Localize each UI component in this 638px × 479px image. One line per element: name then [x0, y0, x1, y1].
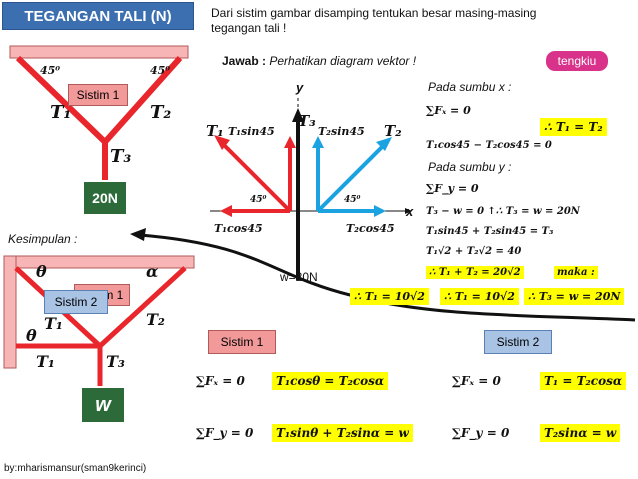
t1-top-label: T₁: [44, 314, 63, 333]
page-title: TEGANGAN TALI (N): [2, 2, 194, 30]
weight-20n: 20N: [84, 182, 126, 214]
wall-bar: [3, 255, 17, 369]
t1-label: T₁: [50, 102, 72, 123]
maka-label: maka :: [554, 266, 598, 279]
s1-fy: ∑F_y = 0: [196, 426, 254, 440]
ceiling-bar-2: [3, 255, 195, 269]
intro-line1: Dari sistim gambar disamping tentukan be…: [211, 6, 537, 20]
final-t1-b: ∴ T₁ = 10√2: [440, 288, 519, 305]
intro-line2: tegangan tali !: [211, 21, 287, 35]
weight-vector-label: w=20N: [280, 270, 318, 284]
s1-fy-result: T₁sinθ + T₂sinα = w: [272, 424, 413, 442]
vector-diagram: [210, 98, 412, 280]
final-t1-a: ∴ T₁ = 10√2: [350, 288, 429, 305]
arrow-head: [130, 228, 146, 241]
final-t3: ∴ T₃ = w = 20N: [524, 288, 625, 305]
bottom-sistim1-label: Sistim 1: [208, 330, 276, 354]
vector-t1: [218, 139, 292, 213]
angle-left: 45⁰: [40, 64, 61, 77]
s2-fx: ∑Fₓ = 0: [452, 374, 501, 388]
t1-vector-label: T₁: [206, 122, 224, 140]
alpha-angle: α: [146, 262, 159, 281]
tengkiu-badge[interactable]: tengkiu: [546, 51, 608, 71]
sumbu-y-heading: Pada sumbu y :: [428, 160, 512, 174]
vector-t2-head: [376, 137, 392, 151]
kesimpulan-label: Kesimpulan :: [8, 232, 78, 246]
t2-vector-label: T₂: [384, 122, 402, 140]
author-credit: by:mharismansur(sman9kerinci): [4, 463, 147, 474]
system2-diagram: [3, 255, 195, 386]
s1-fx: ∑Fₓ = 0: [196, 374, 245, 388]
system1-diagram: [9, 45, 189, 180]
theta-top: θ: [36, 262, 47, 281]
vector-t2: [316, 142, 387, 213]
sumbu-x-heading: Pada sumbu x :: [428, 80, 512, 94]
jawab-label: Jawab :: [222, 54, 267, 68]
weight-w: w: [82, 388, 124, 422]
s1-fx-result: T₁cosθ = T₂cosα: [272, 372, 389, 390]
rope-t2: [102, 56, 183, 144]
vector-t1-cos-head: [220, 205, 232, 217]
angle-right: 45⁰: [150, 64, 171, 77]
fy-line3: T₁√2 + T₂√2 = 40: [426, 246, 522, 257]
jawab-line: Jawab : Perhatikan diagram vektor !: [222, 54, 416, 68]
problem-statement: Dari sistim gambar disamping tentukan be…: [211, 6, 571, 36]
angle-right-vector: 45⁰: [344, 195, 361, 205]
vector-t2-cos-head: [374, 205, 386, 217]
t1-sin-label: T₁sin45: [228, 125, 275, 138]
s2-fy: ∑F_y = 0: [452, 426, 510, 440]
system1-label: Sistim 1: [68, 84, 128, 106]
t2-cos-label: T₂cos45: [346, 222, 395, 235]
vector-t1-sin-head: [284, 136, 296, 148]
vector-t1-head: [214, 135, 230, 150]
x-axis-label: x: [406, 204, 414, 219]
t3-label-2: T₃: [106, 352, 125, 371]
s2-fy-result: T₂sinα = w: [540, 424, 621, 442]
rope-t2: [98, 266, 187, 348]
bottom-sistim2-label: Sistim 2: [484, 330, 552, 354]
fx-expanded: T₁cos45 − T₂cos45 = 0: [426, 140, 552, 151]
x-axis-arrow: [405, 208, 412, 214]
t2-sin-label: T₂sin45: [318, 125, 365, 138]
t2-label-2: T₂: [146, 310, 165, 329]
ceiling-bar: [9, 45, 189, 59]
jawab-text: Perhatikan diagram vektor !: [269, 54, 417, 68]
t1-bottom-label: T₁: [36, 352, 55, 371]
fy-line2: T₁sin45 + T₂sin45 = T₃: [426, 226, 554, 237]
t3-label: T₃: [110, 146, 132, 167]
fy-equation: ∑F_y = 0: [426, 182, 479, 195]
fx-result: ∴ T₁ = T₂: [540, 118, 607, 136]
t2-label: T₂: [150, 102, 172, 123]
y-axis-label: y: [296, 80, 304, 95]
theta-bottom: θ: [26, 326, 37, 345]
s2-fx-result: T₁ = T₂cosα: [540, 372, 627, 390]
vector-t3-head: [292, 108, 304, 122]
fy-line1: T₃ − w = 0 ↑∴ T₃ = w = 20N: [426, 206, 580, 217]
angle-left-vector: 45⁰: [250, 195, 267, 205]
system2-label: Sistim 2: [44, 290, 108, 314]
fx-equation: ∑Fₓ = 0: [426, 104, 471, 117]
t1-cos-label: T₁cos45: [214, 222, 263, 235]
vector-t2-sin-head: [312, 136, 324, 148]
rope-t1: [15, 55, 108, 145]
fy-line4: ∴ T₁ + T₂ = 20√2: [426, 266, 524, 279]
t3-vector-label: T₃: [298, 112, 316, 130]
